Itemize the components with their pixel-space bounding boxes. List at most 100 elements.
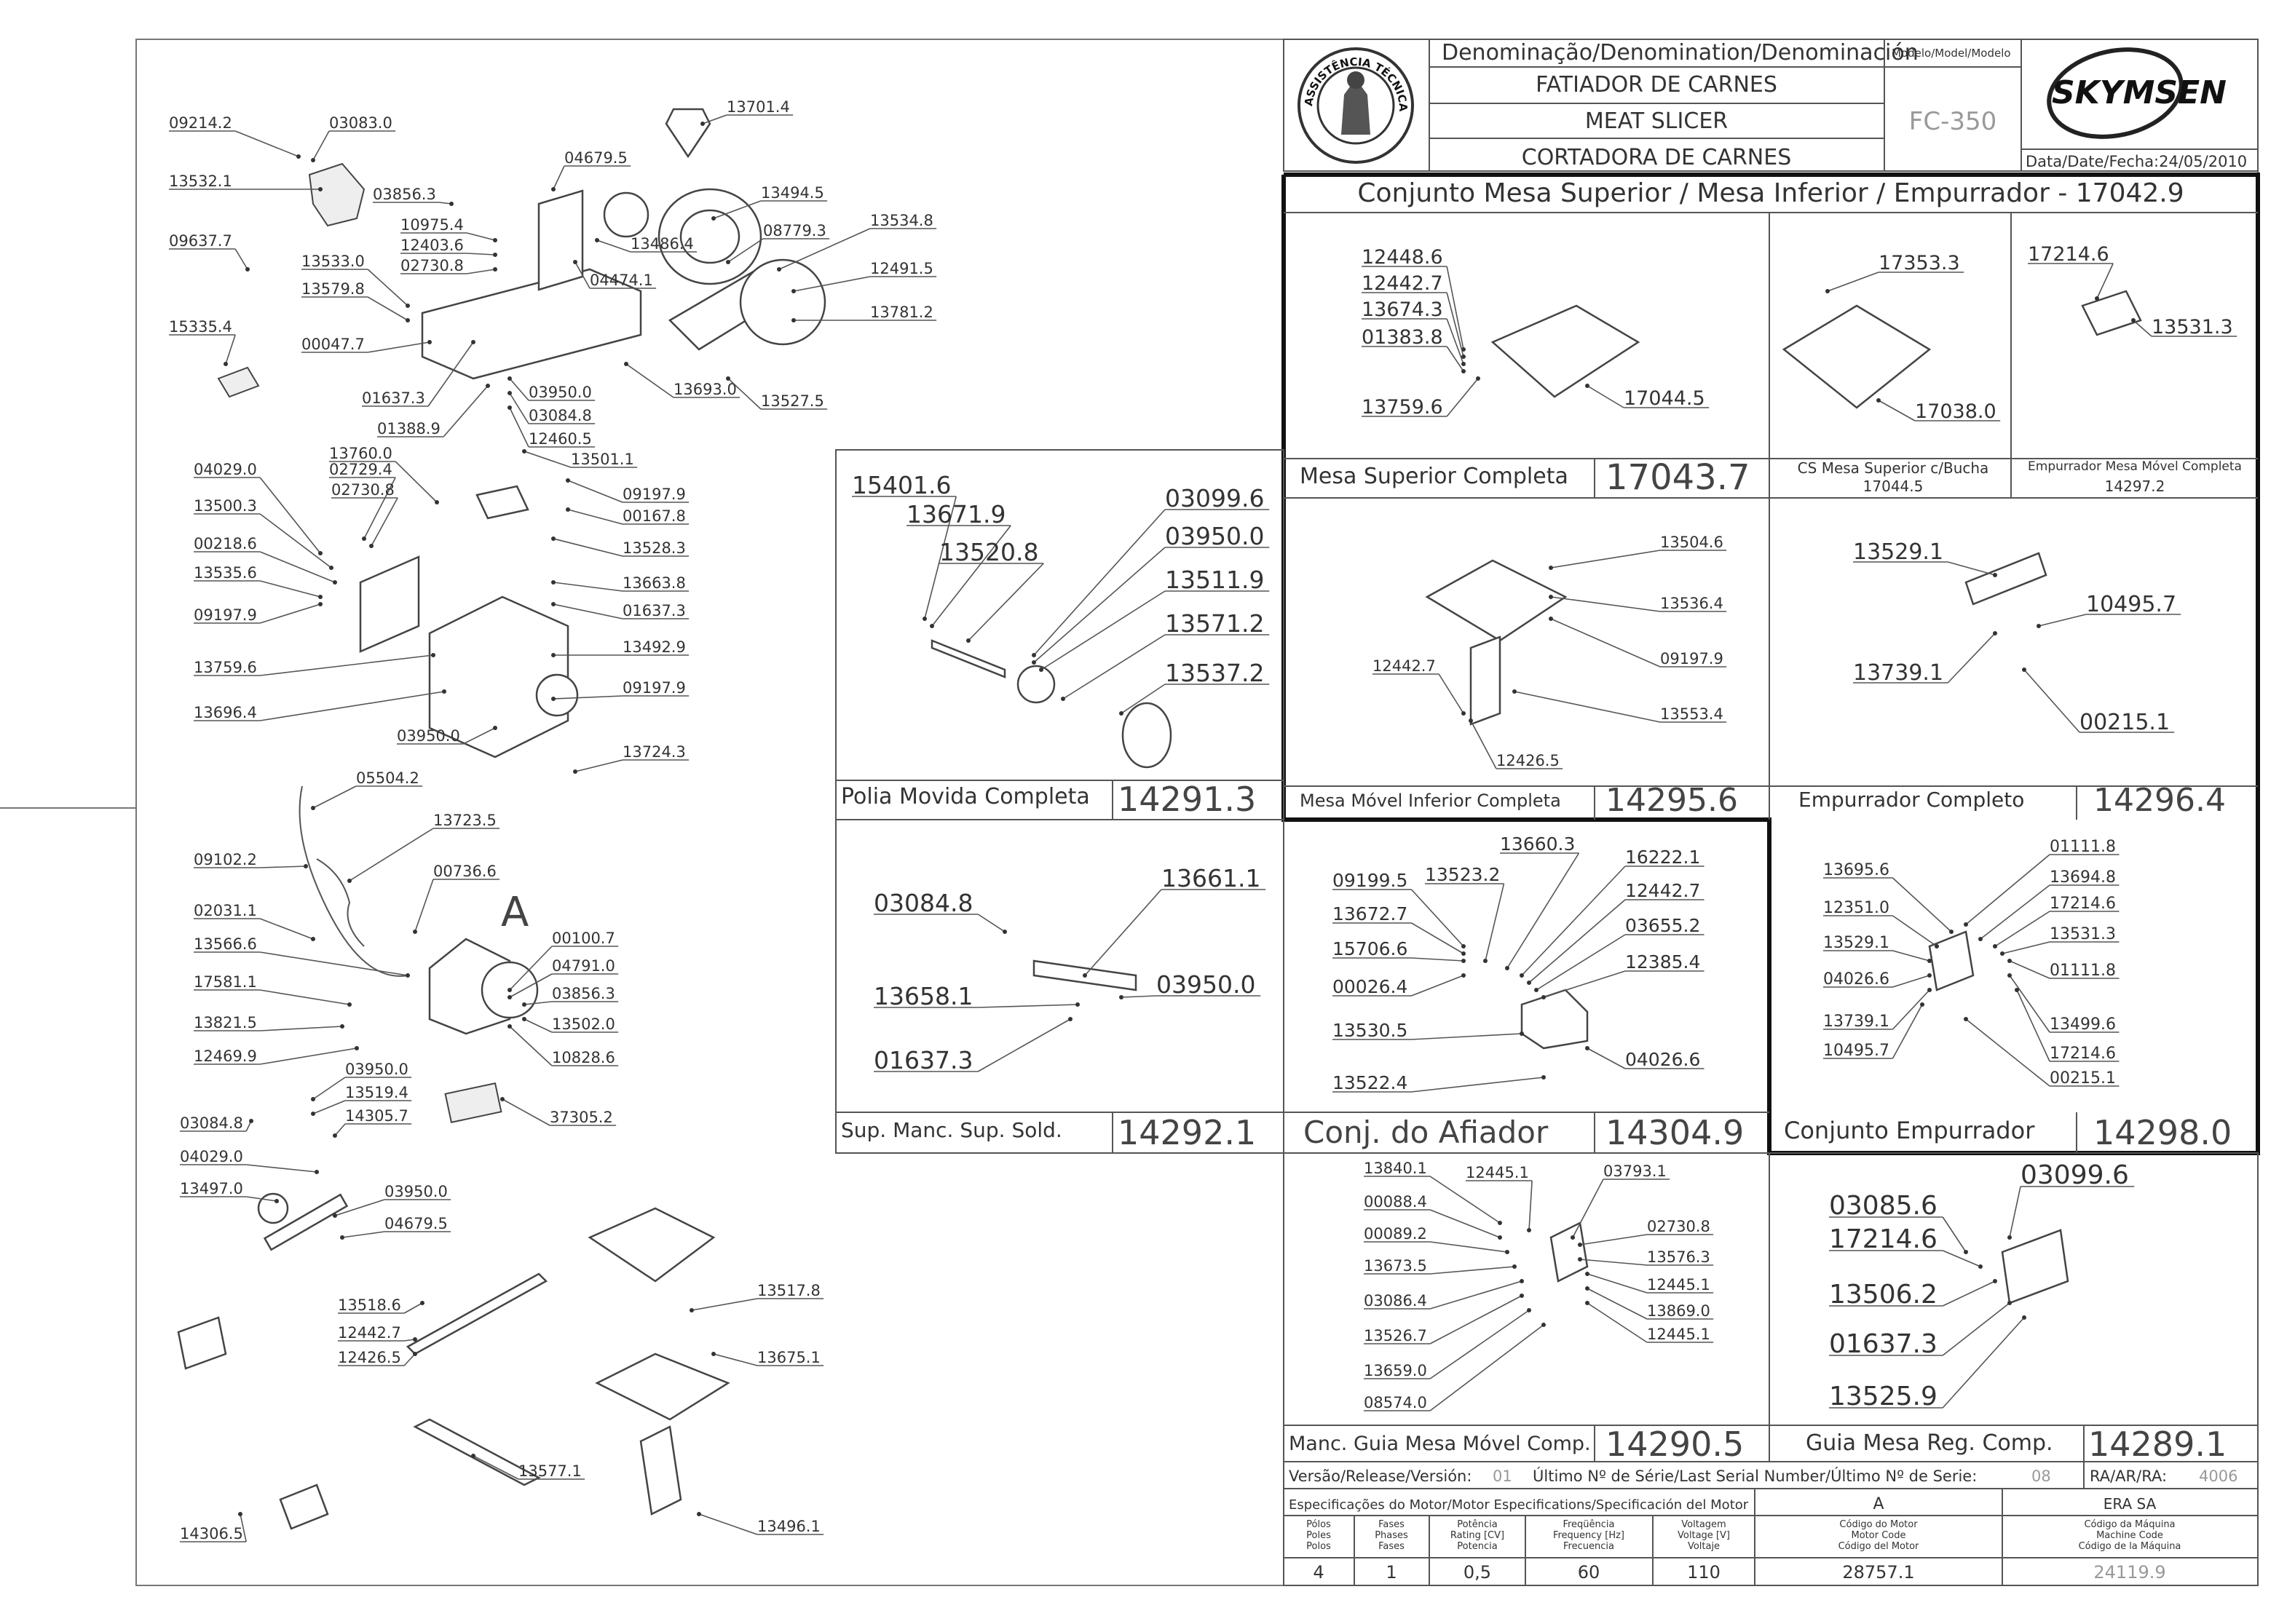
part-number-label: 12460.5 (529, 430, 592, 448)
leader-dot (1935, 944, 1939, 948)
leader-line (349, 828, 434, 882)
part-number-label: 13693.0 (674, 381, 737, 398)
leader-dot (2007, 973, 2012, 978)
assembly-captions: Conjunto Mesa Superior / Mesa Inferior /… (841, 178, 2242, 1464)
part-number-label: 13659.0 (1364, 1362, 1427, 1379)
leader-dot (551, 187, 556, 191)
part-number-label: 00215.1 (2050, 1069, 2116, 1088)
part-number-label: 03084.8 (529, 407, 592, 424)
leader-line (553, 603, 623, 619)
leader-line (1942, 1302, 2010, 1356)
part-number-label: 13522.4 (1332, 1072, 1407, 1093)
leader-line (1429, 1310, 1530, 1379)
leader-line (334, 1123, 346, 1136)
belt-drawing (665, 108, 711, 159)
part-number-label: 12469.9 (194, 1047, 257, 1065)
leader-dot (1585, 1301, 1589, 1305)
part-number-label: 09637.7 (169, 232, 232, 250)
leader-line (924, 496, 957, 619)
leader-dot (1541, 1075, 1546, 1080)
part-number-label: 13496.1 (757, 1518, 821, 1535)
leader-dot (711, 1352, 716, 1356)
leader-line (2038, 614, 2087, 627)
mesa-movel-code: 14295.6 (1605, 782, 1738, 819)
leader-dot (413, 930, 417, 934)
part-number-label: 13663.8 (623, 574, 686, 592)
leader-line (1121, 684, 1166, 714)
leader-dot (1549, 566, 1553, 570)
part-number-label: 03084.8 (874, 889, 973, 917)
leader-dot (522, 449, 526, 453)
serial-label: Último Nº de Série/Last Serial Number/Úl… (1533, 1467, 1977, 1485)
leader-dot (406, 304, 410, 308)
knob-drawing (257, 1192, 289, 1224)
leader-line (1411, 1077, 1544, 1093)
volt-value: 110 (1687, 1562, 1721, 1583)
leader-dot (413, 1337, 417, 1342)
part-number-label: 13566.6 (194, 935, 257, 953)
leader-dot (318, 595, 323, 599)
leader-line (509, 378, 529, 401)
part-number-label: 04474.1 (590, 272, 653, 289)
mesa-superior-code: 17043.7 (1605, 457, 1750, 498)
leader-dot (1520, 1279, 1524, 1283)
part-number-label: 01637.3 (1829, 1329, 1937, 1359)
leader-line (1947, 633, 1996, 684)
part-number-label: 04791.0 (552, 957, 615, 975)
part-number-label: 08574.0 (1364, 1394, 1427, 1411)
leader-dot (311, 806, 315, 810)
empurrador-mesa-drawing (2081, 290, 2142, 336)
leader-dot (471, 1454, 475, 1458)
leader-line (246, 1164, 317, 1173)
leader-line (1033, 547, 1166, 663)
part-number-label: 13869.0 (1647, 1302, 1710, 1320)
leader-line (1980, 884, 2050, 940)
part-number-label: 13519.4 (345, 1084, 408, 1101)
cs-mesa-name: CS Mesa Superior c/Bucha (1798, 459, 1989, 477)
leader-line (443, 385, 489, 437)
leader-dot (500, 1097, 505, 1101)
leader-dot (1825, 289, 1830, 293)
leader-dot (2015, 988, 2019, 992)
leader-dot (333, 1213, 337, 1218)
leader-line (793, 276, 871, 292)
leader-dot (507, 391, 512, 395)
leader-dot (2022, 1315, 2026, 1320)
leader-line (1528, 1180, 1533, 1231)
leader-line (1947, 561, 1996, 576)
part-number-label: 13576.3 (1647, 1248, 1710, 1266)
part-number-label: 12448.6 (1362, 246, 1443, 269)
part-number-label: 13760.0 (329, 445, 392, 462)
leader-line (1587, 385, 1624, 408)
part-number-label: 13701.4 (727, 98, 790, 116)
leader-dot (1978, 937, 1983, 941)
leader-line (1062, 634, 1166, 700)
bearing-block-drawing (177, 1316, 227, 1370)
part-number-label: 03099.6 (2021, 1160, 2129, 1190)
part-number-label: 13658.1 (874, 982, 973, 1010)
leader-dot (1578, 1243, 1582, 1247)
empurrador-drawing (1964, 552, 2047, 606)
part-number-label: 13517.8 (757, 1282, 821, 1299)
part-number-label: 09197.9 (1660, 650, 1723, 668)
mesa-movel-drawing (1425, 559, 1568, 642)
leader-dot (2007, 959, 2012, 963)
leader-line (1506, 852, 1580, 969)
mesa-movel-name: Mesa Móvel Inferior Completa (1300, 791, 1561, 811)
leader-dot (522, 1017, 526, 1021)
leader-dot (507, 376, 512, 381)
leader-line (260, 951, 408, 976)
plate-drawing (217, 366, 260, 398)
part-number-label: 12403.6 (400, 237, 464, 254)
part-number-label: 00026.4 (1332, 976, 1407, 997)
leader-dot (420, 1301, 424, 1305)
afiador-name: Conj. do Afiador (1303, 1114, 1549, 1150)
leader-dot (2000, 951, 2004, 956)
part-number-label: 15401.6 (852, 471, 951, 499)
cs-mesa-code: 17044.5 (1863, 478, 1924, 495)
leader-line (1878, 400, 1916, 421)
leader-dot (1483, 959, 1488, 963)
part-number-label: 03950.0 (1156, 970, 1255, 999)
